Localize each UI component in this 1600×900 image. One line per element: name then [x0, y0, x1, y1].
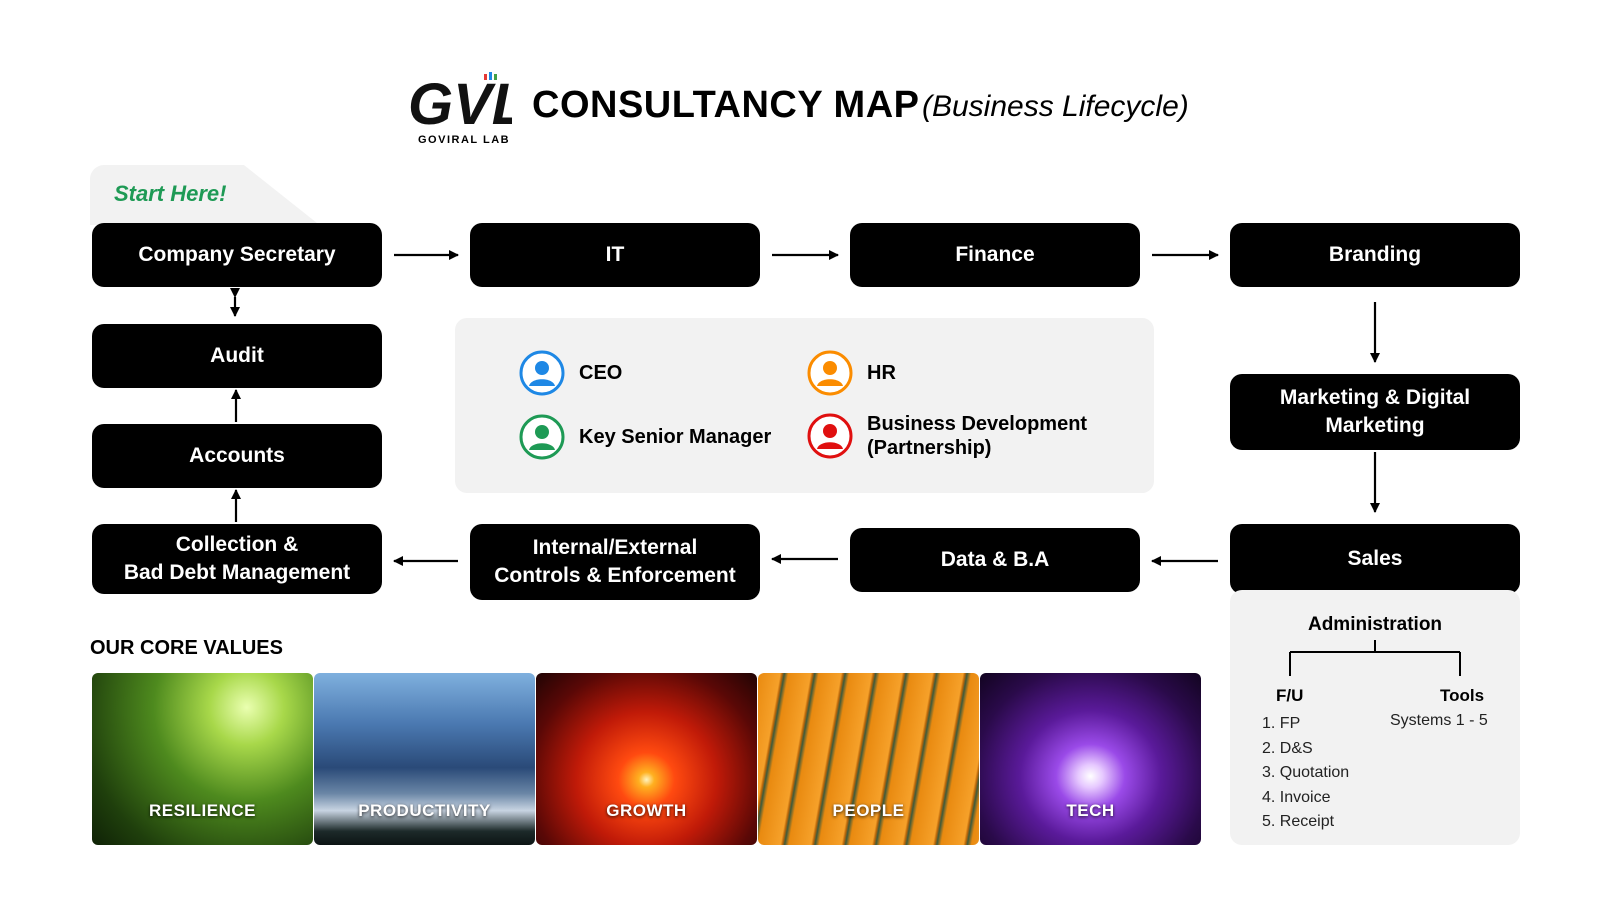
core-value-tile-people: PEOPLE: [758, 673, 979, 845]
legend-business-development: Business Development (Partnership): [807, 412, 1087, 460]
data-ba-box[interactable]: Data & B.A: [850, 528, 1140, 592]
core-value-tile-tech: TECH: [980, 673, 1201, 845]
collection-label-line1: Collection &: [175, 533, 299, 556]
branding-box[interactable]: Branding: [1230, 223, 1520, 287]
ceo-person-icon: [519, 350, 565, 396]
hr-person-icon: [807, 350, 853, 396]
page-title: CONSULTANCY MAP: [532, 84, 920, 126]
fu-item: 3. Quotation: [1262, 764, 1350, 781]
collection-bad-debt-box[interactable]: Collection & Bad Debt Management: [92, 524, 382, 594]
tools-heading: Tools: [1440, 686, 1485, 705]
tile-label-resilience: RESILIENCE: [148, 801, 257, 820]
legend-hr: HR: [807, 350, 896, 396]
marketing-label-line1: Marketing & Digital: [1279, 386, 1471, 409]
it-label: IT: [605, 243, 625, 266]
fu-list: 1. FP 2. D&S 3. Quotation 4. Invoice 5. …: [1262, 712, 1349, 835]
tile-label-tech: TECH: [1066, 801, 1115, 820]
tile-label-growth: GROWTH: [606, 801, 687, 820]
accounts-box[interactable]: Accounts: [92, 424, 382, 488]
fu-item: 1. FP: [1262, 715, 1301, 732]
legend-ceo-label: CEO: [579, 362, 623, 384]
gvl-logo-mark: GVL: [408, 72, 512, 132]
accounts-label: Accounts: [189, 444, 285, 467]
legend-bd-label: Business Development (Partnership): [867, 412, 1087, 460]
controls-label-line1: Internal/External: [532, 536, 698, 559]
legend-hr-label: HR: [867, 362, 896, 384]
legend-ksm-label: Key Senior Manager: [579, 426, 772, 448]
start-here-label: Start Here!: [114, 181, 227, 206]
it-box[interactable]: IT: [470, 223, 760, 287]
legend-key-senior-manager: Key Senior Manager: [519, 414, 771, 460]
core-values-heading: OUR CORE VALUES: [90, 637, 283, 659]
audit-box[interactable]: Audit: [92, 324, 382, 388]
logo-subtext: GOVIRAL LAB: [418, 134, 511, 146]
company-secretary-box[interactable]: Company Secretary: [92, 223, 382, 287]
sales-label: Sales: [1347, 547, 1403, 570]
fu-item: 2. D&S: [1262, 739, 1313, 757]
legend-ceo: CEO: [519, 350, 622, 396]
collection-label-line2: Bad Debt Management: [123, 561, 351, 584]
administration-tree-lines: [1289, 640, 1461, 676]
branding-label: Branding: [1328, 243, 1422, 266]
marketing-box[interactable]: Marketing & Digital Marketing: [1230, 374, 1520, 450]
page-subtitle: (Business Lifecycle): [922, 90, 1189, 123]
legend-bd-line1: Business Development: [867, 413, 1088, 435]
bd-person-icon: [807, 413, 853, 459]
core-value-tile-resilience: RESILIENCE: [92, 673, 313, 845]
fu-item: 5. Receipt: [1262, 813, 1335, 830]
ksm-person-icon: [519, 414, 565, 460]
company-secretary-label: Company Secretary: [138, 243, 336, 266]
fu-item: 4. Invoice: [1262, 788, 1331, 806]
core-value-tile-growth: GROWTH: [536, 673, 757, 845]
fu-heading: F/U: [1276, 686, 1304, 705]
administration-title: Administration: [1307, 614, 1443, 635]
tile-label-productivity: PRODUCTIVITY: [358, 801, 491, 820]
sales-box[interactable]: Sales: [1230, 524, 1520, 594]
finance-label: Finance: [955, 243, 1035, 266]
audit-label: Audit: [210, 344, 264, 367]
role-legend-panel: CEO HR Key Senior Manager Business Devel…: [455, 318, 1154, 493]
controls-enforcement-box[interactable]: Internal/External Controls & Enforcement: [470, 524, 760, 600]
controls-label-line2: Controls & Enforcement: [494, 564, 736, 587]
tools-value: Systems 1 - 5: [1390, 712, 1488, 729]
finance-box[interactable]: Finance: [850, 223, 1140, 287]
administration-panel: Administration F/U Tools 1. FP 2. D&S 3.…: [1230, 590, 1520, 845]
core-value-tile-productivity: PRODUCTIVITY: [314, 673, 535, 845]
legend-bd-line2: (Partnership): [867, 437, 992, 459]
goviral-lab-logo: GVL GOVIRAL LAB: [408, 72, 512, 148]
marketing-label-line2: Marketing: [1325, 414, 1425, 437]
data-ba-label: Data & B.A: [940, 548, 1050, 571]
tile-label-people: PEOPLE: [832, 801, 905, 820]
svg-text:GVL: GVL: [408, 72, 512, 132]
